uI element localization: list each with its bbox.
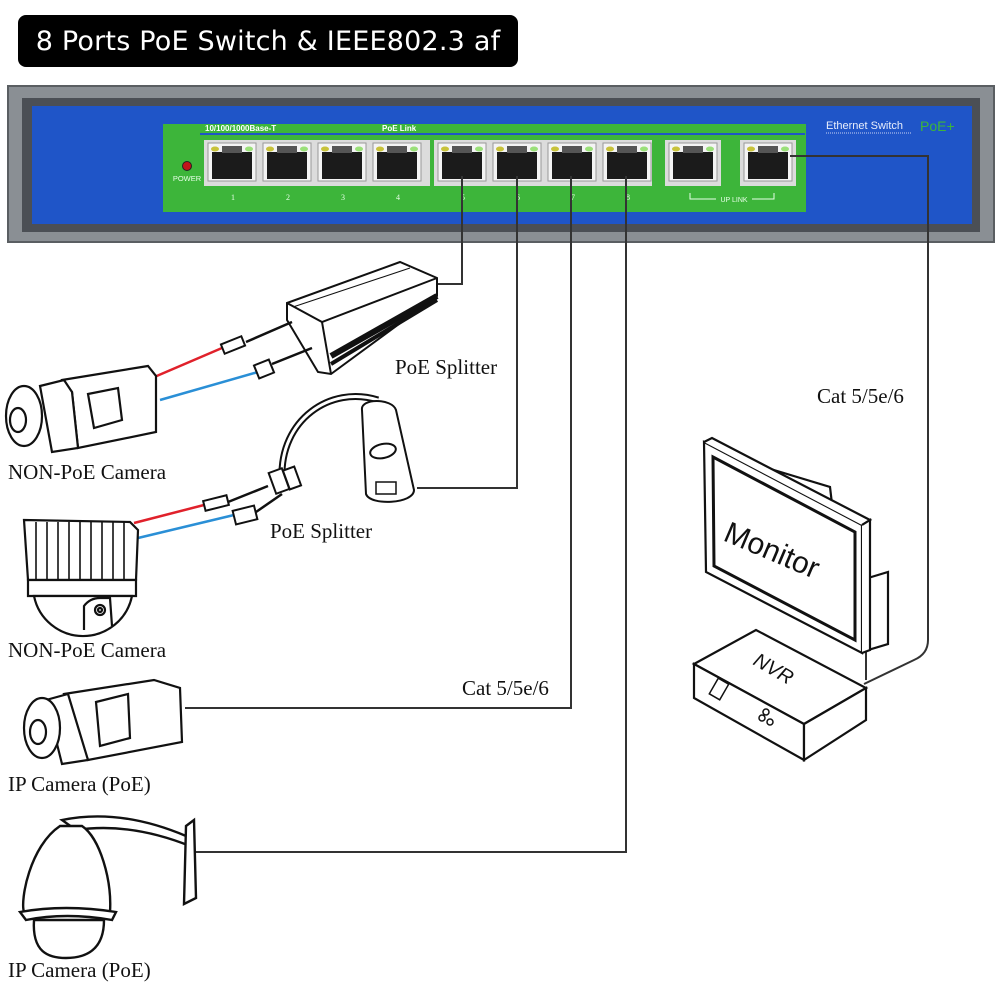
cable-port8-to-ptz-camera	[196, 176, 627, 853]
cable-port7-to-ip-camera	[185, 176, 572, 709]
port-number-label: 4	[396, 193, 400, 202]
ip-camera-cable-label: Cat 5/5e/6	[462, 676, 549, 700]
dc-plug-icon	[219, 334, 247, 356]
nvr-icon: NVR	[691, 628, 869, 763]
uplink-port-2	[743, 142, 793, 182]
ip-ptz-camera-icon	[17, 815, 198, 960]
non-poe-dome-camera-icon	[22, 518, 140, 638]
non-poe-box-camera-icon	[4, 364, 158, 454]
splitter-dongle	[267, 393, 416, 503]
poe-led-icon	[530, 146, 538, 152]
data-wire	[159, 370, 259, 402]
poe-led-icon	[640, 146, 648, 152]
poe-plus-badge: PoE+	[920, 118, 955, 134]
cable-port5-to-splitter-box	[434, 176, 463, 285]
title-banner: 8 Ports PoE Switch & IEEE802.3 af	[18, 15, 518, 67]
rj45-port-5	[437, 142, 487, 182]
rj45-port-6	[492, 142, 542, 182]
link-led-icon	[747, 146, 755, 152]
splitter-box-wires	[151, 320, 313, 402]
poe-led-icon	[355, 146, 363, 152]
port-number-label: 1	[231, 193, 235, 202]
port-number-label: 8	[626, 193, 630, 202]
splitter-box	[286, 260, 439, 376]
link-led-icon	[672, 146, 680, 152]
link-led-icon	[376, 146, 384, 152]
rj45-port-2	[262, 142, 312, 182]
poe-led-icon	[585, 146, 593, 152]
link-led-icon	[211, 146, 219, 152]
port-number-label: 7	[571, 193, 575, 202]
link-led-icon	[266, 146, 274, 152]
poe-led-icon	[245, 146, 253, 152]
power-led-icon	[182, 161, 192, 171]
ip-camera-2-label: IP Camera (PoE)	[8, 958, 151, 982]
poe-led-icon	[706, 146, 714, 152]
splitter-dongle-wires	[133, 484, 283, 540]
splitter-dongle-label: PoE Splitter	[270, 519, 373, 543]
poe-led-icon	[781, 146, 789, 152]
port-number-label: 2	[286, 193, 290, 202]
poe-link-label: PoE Link	[382, 124, 417, 133]
rj45-port-4	[372, 142, 422, 182]
rj45-plug-icon	[231, 504, 259, 526]
poe-led-icon	[475, 146, 483, 152]
poe-led-icon	[300, 146, 308, 152]
link-led-icon	[441, 146, 449, 152]
cable-uplink-to-nvr	[790, 155, 929, 685]
link-led-icon	[551, 146, 559, 152]
link-led-icon	[321, 146, 329, 152]
uplink-port-1	[668, 142, 718, 182]
non-poe-camera-2-label: NON-PoE Camera	[8, 638, 167, 662]
rj45-port-1	[207, 142, 257, 182]
nvr-cable-label: Cat 5/5e/6	[817, 384, 904, 408]
power-wire	[133, 503, 205, 525]
ip-box-camera-icon	[22, 678, 184, 766]
cable-port6-to-splitter-dongle	[417, 176, 518, 489]
power-wire	[151, 346, 223, 380]
speed-label: 10/100/1000Base-T	[205, 124, 276, 133]
port-number-label: 3	[341, 193, 345, 202]
rj45-port-8	[602, 142, 652, 182]
rj45-port-3	[317, 142, 367, 182]
ip-camera-1-label: IP Camera (PoE)	[8, 772, 151, 796]
diagram-title: 8 Ports PoE Switch & IEEE802.3 af	[35, 25, 501, 57]
link-led-icon	[496, 146, 504, 152]
rj45-port-7	[547, 142, 597, 182]
link-led-icon	[606, 146, 614, 152]
monitor-icon: Monitor	[702, 436, 890, 655]
uplink-label: UP LINK	[720, 197, 747, 204]
power-label: POWER	[173, 174, 202, 183]
nvr-dpad	[758, 714, 766, 722]
splitter-box-label: PoE Splitter	[395, 355, 498, 379]
rj45-plug-icon	[252, 358, 276, 380]
nvr-keypad	[708, 677, 730, 701]
data-wire	[137, 513, 235, 540]
poe-led-icon	[410, 146, 418, 152]
brand-label: Ethernet Switch	[826, 120, 903, 132]
dc-plug-icon	[201, 494, 231, 512]
non-poe-camera-1-label: NON-PoE Camera	[8, 460, 167, 484]
